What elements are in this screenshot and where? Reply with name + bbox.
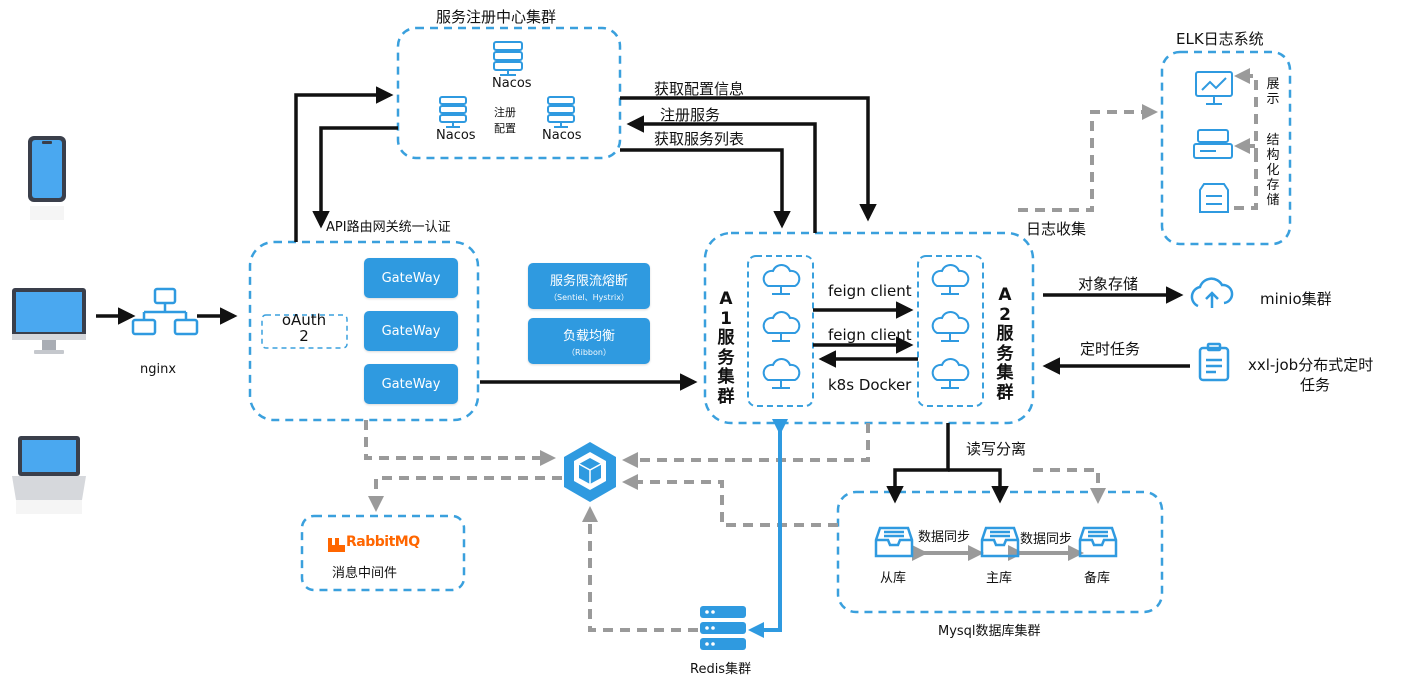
xxljob-clipboard-icon (1198, 342, 1230, 382)
monitor-icon (12, 288, 86, 354)
load-balance-label: 负载均衡 (562, 328, 615, 344)
gateway-box (248, 240, 480, 422)
nacos-right-label: Nacos (542, 128, 582, 143)
xxljob-label-line2: 任务 (1300, 376, 1331, 394)
kibana-display-icon (1195, 71, 1233, 105)
redis-server-icon (700, 606, 746, 650)
gateway-button-2-label: GateWay (381, 323, 441, 339)
circuit-breaker-label: 服务限流熔断 (549, 273, 628, 289)
arrow-redis-cluster (748, 419, 788, 638)
nacos-server-icon-left (439, 96, 467, 128)
mysql-title: Mysql数据库集群 (938, 624, 1041, 639)
edge-label-get-config: 获取配置信息 (654, 80, 745, 98)
xxljob-label-line1: xxl-job分布式定时 (1248, 356, 1374, 374)
arrow-registry-gateway (312, 126, 398, 229)
edge-label-object-storage: 对象存储 (1078, 275, 1139, 293)
arrow-mysql-backup (1033, 468, 1106, 504)
load-balance-sub: （Ribbon） (567, 347, 611, 357)
edge-label-feign-2: feign client (828, 326, 912, 344)
edge-label-sync-left: 数据同步 (918, 530, 971, 545)
a2-inner-box (917, 255, 984, 407)
arrow-elk-structured (1234, 138, 1258, 210)
nginx-label: nginx (140, 362, 177, 377)
gateway-button-2[interactable]: GateWay (364, 311, 458, 351)
rabbitmq-logo-text: RabbitMQ (346, 534, 420, 550)
gateway-title: API路由网关统一认证 (326, 220, 451, 235)
redis-label: Redis集群 (690, 662, 752, 677)
a1-inner-box (747, 255, 814, 407)
mysql-slave-label: 从库 (880, 571, 907, 586)
edge-label-rw-split: 读写分离 (966, 440, 1027, 458)
database-slave-icon (874, 526, 914, 558)
minio-label: minio集群 (1260, 290, 1332, 308)
edge-label-k8s: k8s Docker (828, 376, 912, 394)
elk-structured-label: 结构化存储 (1266, 133, 1280, 208)
mq-label: 消息中间件 (332, 566, 398, 581)
edge-label-sync-right: 数据同步 (1020, 532, 1073, 547)
laptop-icon (12, 436, 86, 514)
arrow-cluster-hub (622, 423, 870, 468)
arrow-redis-hub (582, 506, 698, 632)
oauth-label: oAuth 2 (281, 311, 327, 345)
circuit-breaker-button[interactable]: 服务限流熔断 （Sentiel、Hystrix） (528, 263, 650, 309)
elk-title: ELK日志系统 (1176, 30, 1264, 48)
elk-box (1160, 50, 1292, 246)
nginx-icon (131, 287, 199, 336)
arrow-register (626, 115, 817, 233)
elasticsearch-storage-icon (1193, 129, 1233, 159)
gateway-button-3[interactable]: GateWay (364, 364, 458, 404)
database-backup-icon (1078, 526, 1118, 558)
arrow-log-collect (1018, 104, 1158, 212)
arrow-service-list (620, 148, 791, 229)
nacos-left-label: Nacos (436, 128, 476, 143)
registry-config-label: 配置 (494, 122, 516, 135)
rabbitmq-logo-icon (328, 538, 345, 552)
arrow-config (620, 96, 877, 222)
nacos-server-icon-right (547, 96, 575, 128)
load-balance-button[interactable]: 负载均衡 （Ribbon） (528, 318, 650, 364)
mysql-backup-label: 备库 (1084, 571, 1111, 586)
edge-label-log-collect: 日志收集 (1026, 220, 1087, 238)
minio-cloud-icon (1190, 277, 1234, 308)
nacos-top-label: Nacos (492, 76, 532, 91)
nacos-server-icon-top (493, 41, 523, 76)
mysql-master-label: 主库 (986, 571, 1013, 586)
logstash-collect-icon (1199, 183, 1229, 213)
arrow-mysql-hub (622, 474, 838, 527)
edge-label-register: 注册服务 (660, 106, 721, 124)
gateway-button-3-label: GateWay (381, 376, 441, 392)
cloud-node-icon (762, 264, 970, 389)
phone-icon (28, 136, 66, 220)
oauth-box (261, 314, 348, 349)
cache-hub-icon (564, 442, 616, 502)
registry-box (396, 26, 622, 160)
database-master-icon (980, 526, 1020, 558)
arrow-gateway-registry (294, 86, 394, 242)
edge-label-feign-1: feign client (828, 282, 912, 300)
edge-label-scheduled-task: 定时任务 (1080, 340, 1141, 358)
edge-label-service-list: 获取服务列表 (654, 130, 745, 148)
gateway-button-1-label: GateWay (381, 270, 441, 286)
arrow-hub-mq (368, 476, 562, 512)
arrow-elk-show (1234, 68, 1258, 158)
gateway-button-1[interactable]: GateWay (364, 258, 458, 298)
registry-title: 服务注册中心集群 (436, 8, 557, 26)
elk-show-label: 展示 (1266, 77, 1280, 107)
arrow-rw-master (948, 468, 1009, 504)
circuit-breaker-sub: （Sentiel、Hystrix） (549, 292, 629, 302)
registry-register-label: 注册 (494, 106, 516, 119)
arrow-gateway-hub (364, 420, 556, 466)
mysql-box (836, 490, 1164, 614)
arrow-rw-split (886, 423, 950, 504)
mq-box (300, 514, 466, 592)
